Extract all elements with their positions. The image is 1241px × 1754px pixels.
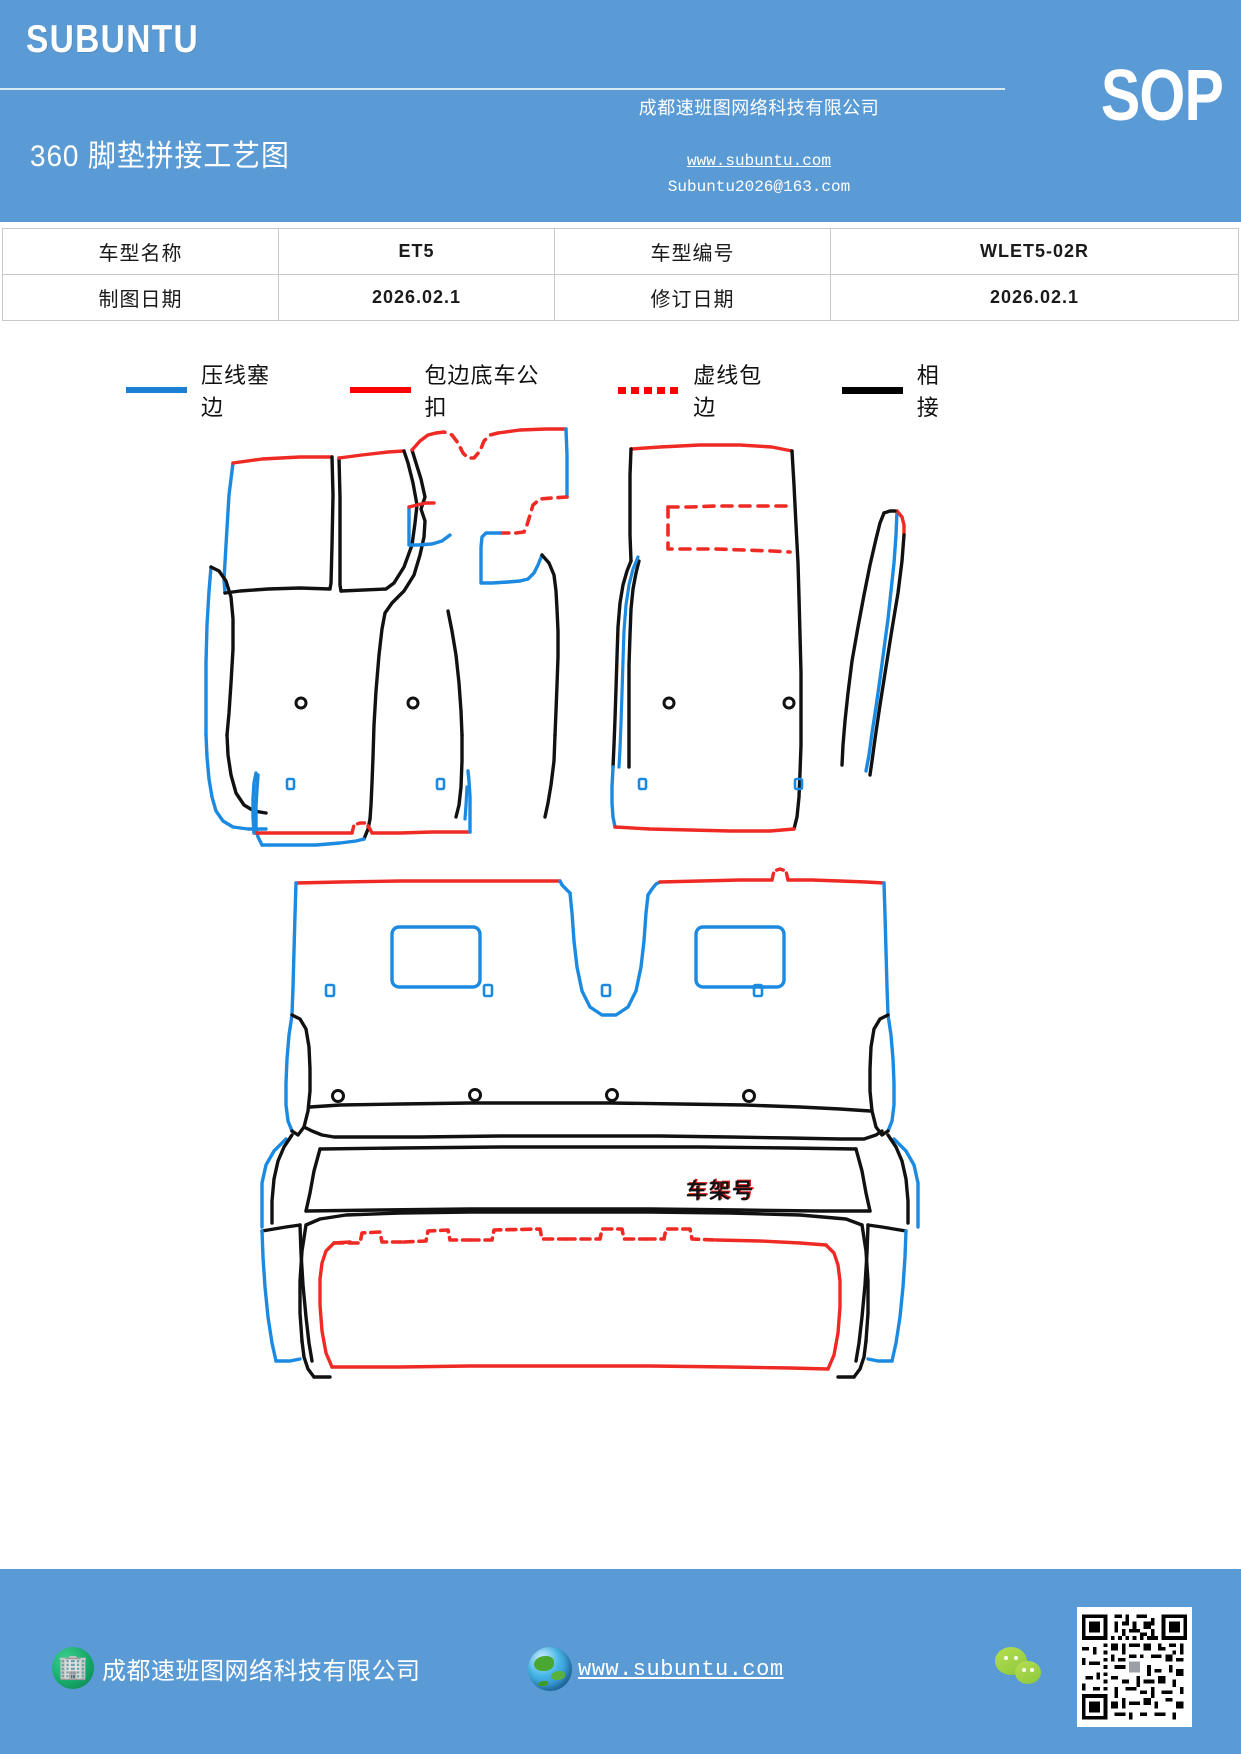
legend-item-dashed-binding: 虚线包边 (618, 358, 784, 422)
wechat-eye (1022, 1668, 1026, 1672)
qr-code[interactable] (1077, 1607, 1192, 1727)
legend-swatch-red-icon (349, 387, 411, 393)
vehicle-info-table: 车型名称 ET5 车型编号 WLET5-02R 制图日期 2026.02.1 修… (2, 228, 1239, 321)
front-left-mat (204, 427, 569, 847)
legend-swatch-blue-icon (126, 387, 187, 393)
table-row: 车型名称 ET5 车型编号 WLET5-02R (2, 228, 1239, 275)
label-model-code: 车型编号 (554, 228, 831, 275)
legend-item-press-seam: 压线塞边 (126, 358, 292, 422)
legend: 压线塞边 包边底车公扣 虚线包边 相接 (0, 358, 1020, 422)
vin-number-label: 车架号 (686, 1180, 755, 1203)
legend-label-binding-buckle: 包边底车公扣 (424, 363, 540, 420)
label-model-name: 车型名称 (2, 228, 279, 275)
legend-label-join: 相接 (916, 363, 940, 420)
document-footer: 🏢 成都速班图网络科技有限公司 www.subuntu.com (0, 1569, 1241, 1754)
building-glyph: 🏢 (58, 1654, 88, 1681)
value-model-code: WLET5-02R (830, 228, 1239, 275)
label-draw-date: 制图日期 (2, 274, 279, 321)
wechat-eye (1030, 1668, 1034, 1672)
technical-drawing-area: 车架号 (0, 405, 1241, 1435)
label-revise-date: 修订日期 (554, 274, 831, 321)
header-website-link[interactable]: www.subuntu.com (686, 152, 832, 170)
legend-label-press-seam: 压线塞边 (200, 363, 270, 420)
mat-pattern-svg (204, 427, 920, 1379)
wechat-bubble-small (1015, 1661, 1041, 1684)
sop-badge: SOP (1100, 56, 1224, 136)
footer-website[interactable]: www.subuntu.com (528, 1647, 784, 1691)
header-email[interactable]: Subuntu2026@163.com (667, 178, 851, 196)
wechat-eye (1004, 1656, 1008, 1660)
footer-website-link[interactable]: www.subuntu.com (578, 1656, 784, 1682)
header-company-name: 成都速班图网络科技有限公司 (638, 98, 880, 118)
footer-company: 🏢 成都速班图网络科技有限公司 (52, 1647, 421, 1689)
document-header: SUBUNTU 360 脚垫拼接工艺图 SOP 成都速班图网络科技有限公司 ww… (0, 0, 1241, 222)
qr-code-svg (1082, 1614, 1187, 1720)
wechat-icon (995, 1647, 1053, 1693)
table-row: 制图日期 2026.02.1 修订日期 2026.02.1 (2, 274, 1239, 321)
value-revise-date: 2026.02.1 (830, 274, 1239, 321)
header-divider (0, 88, 1005, 90)
legend-item-binding-buckle: 包边底车公扣 (349, 358, 561, 422)
rear-floor-mat (260, 867, 920, 1379)
value-draw-date: 2026.02.1 (278, 274, 555, 321)
legend-swatch-black-icon (841, 386, 903, 394)
page-title: 360 脚垫拼接工艺图 (30, 140, 290, 173)
globe-icon (528, 1647, 572, 1691)
wechat-eye (1014, 1656, 1018, 1660)
front-right-mat (610, 443, 906, 833)
legend-swatch-dotted-icon (618, 386, 680, 394)
brand-logo: SUBUNTU (26, 18, 200, 61)
footer-company-name: 成都速班图网络科技有限公司 (102, 1658, 421, 1685)
legend-label-dashed-binding: 虚线包边 (693, 363, 763, 420)
legend-item-join: 相接 (841, 358, 962, 422)
value-model-name: ET5 (278, 228, 555, 275)
building-icon: 🏢 (52, 1647, 94, 1689)
